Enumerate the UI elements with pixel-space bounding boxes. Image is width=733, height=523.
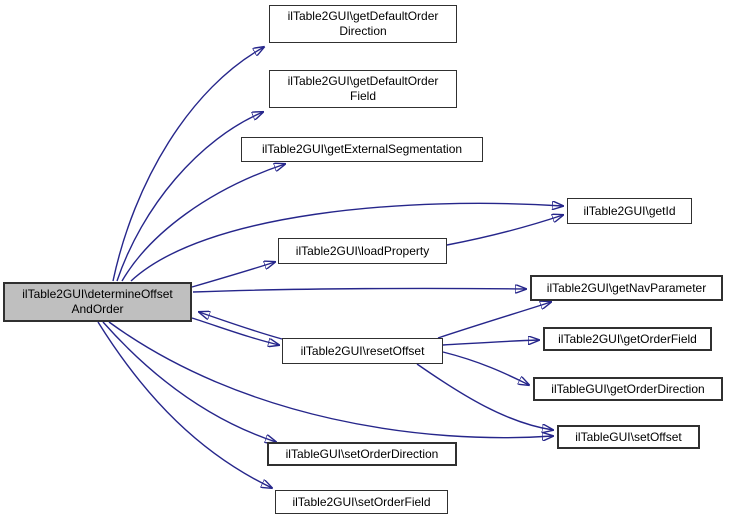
node-setOffset[interactable]: ilTableGUI\setOffset bbox=[557, 425, 700, 449]
edge-main-to-setOffset bbox=[108, 321, 553, 438]
edge-resetOffset-to-setOffset bbox=[416, 363, 553, 430]
node-getId[interactable]: ilTable2GUI\getId bbox=[567, 198, 692, 224]
edge-main-to-setOrderField bbox=[97, 321, 272, 488]
node-setOrderField[interactable]: ilTable2GUI\setOrderField bbox=[275, 490, 448, 514]
node-getExternalSegmentation[interactable]: ilTable2GUI\getExternalSegmentation bbox=[241, 137, 483, 162]
node-loadProperty[interactable]: ilTable2GUI\loadProperty bbox=[278, 238, 447, 264]
node-determineOffsetAndOrder: ilTable2GUI\determineOffset AndOrder bbox=[3, 282, 192, 322]
node-getOrderField[interactable]: ilTable2GUI\getOrderField bbox=[543, 327, 712, 351]
node-getOrderDirection[interactable]: ilTableGUI\getOrderDirection bbox=[533, 377, 723, 401]
node-setOrderDirection[interactable]: ilTableGUI\setOrderDirection bbox=[267, 442, 457, 466]
edge-main-to-resetOffset bbox=[191, 317, 279, 345]
edge-resetOffset-to-getOrderField bbox=[442, 340, 539, 346]
edge-main-to-getId bbox=[130, 203, 563, 282]
edge-main-to-getDefaultOrderDirection bbox=[112, 47, 264, 282]
node-getDefaultOrderDirection[interactable]: ilTable2GUI\getDefaultOrder Direction bbox=[269, 5, 457, 43]
edge-main-to-loadProperty bbox=[191, 262, 275, 288]
edge-loadProperty-to-getId bbox=[446, 215, 563, 246]
edge-resetOffset-to-getNavParameter bbox=[437, 302, 551, 339]
edge-main-to-getExternalSegmentation bbox=[121, 164, 285, 282]
edge-resetOffset-to-getOrderDirection bbox=[442, 351, 529, 385]
edge-main-to-getNavParameter bbox=[192, 288, 526, 292]
node-resetOffset[interactable]: ilTable2GUI\resetOffset bbox=[282, 338, 443, 364]
node-getNavParameter[interactable]: ilTable2GUI\getNavParameter bbox=[530, 275, 723, 301]
edge-main-to-getDefaultOrderField bbox=[116, 112, 263, 282]
edge-main-to-setOrderDirection bbox=[102, 321, 276, 442]
node-getDefaultOrderField[interactable]: ilTable2GUI\getDefaultOrder Field bbox=[269, 70, 457, 108]
edge-resetOffset-to-main bbox=[199, 312, 283, 340]
